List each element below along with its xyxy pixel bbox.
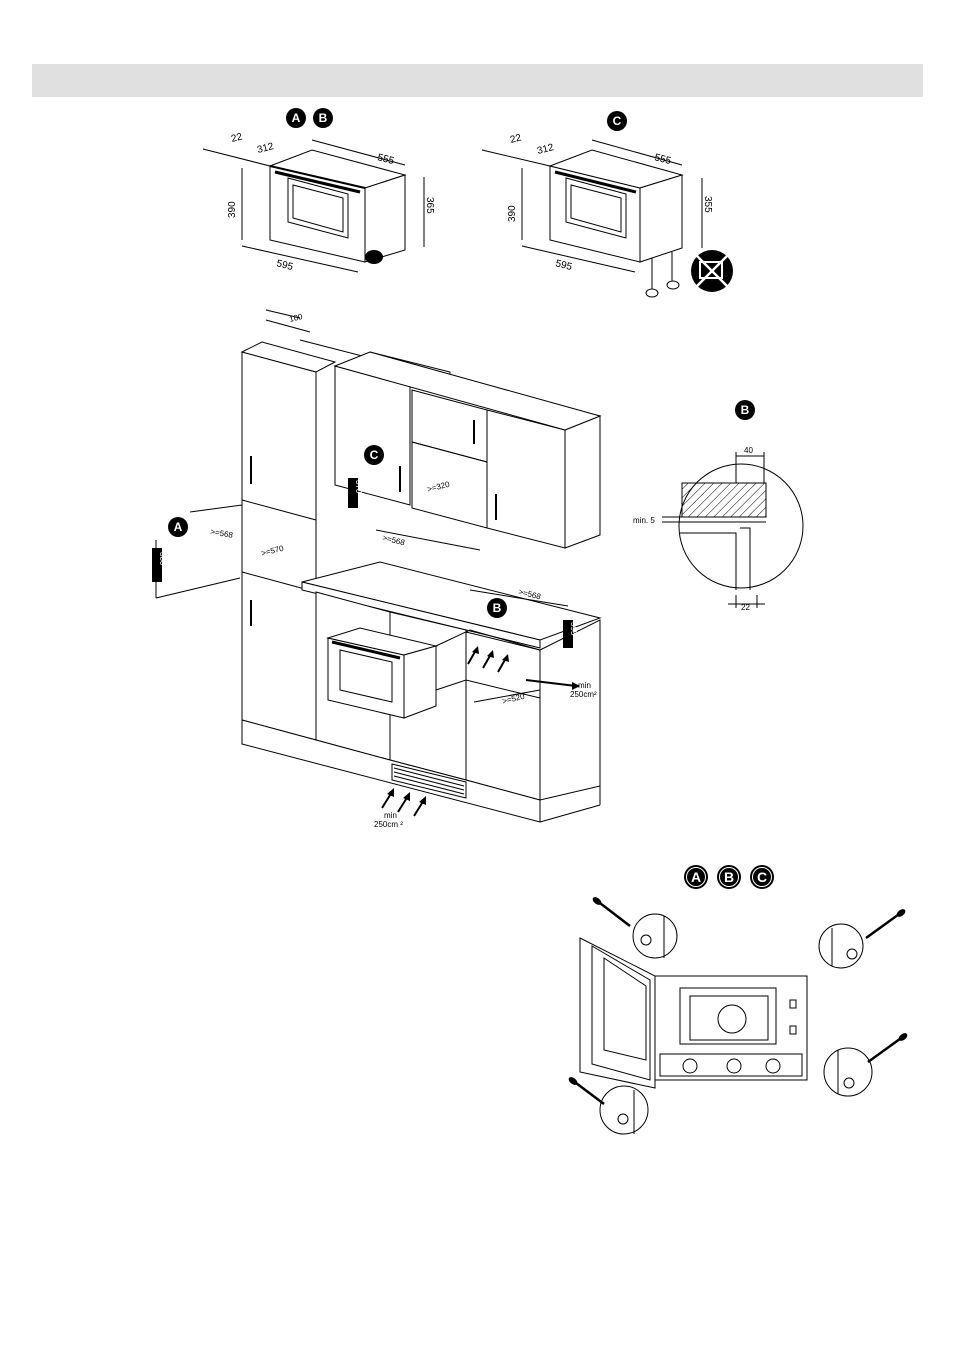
badge-a-bottom: A bbox=[684, 865, 708, 889]
svg-text:365: 365 bbox=[424, 197, 435, 214]
svg-text:B: B bbox=[724, 869, 734, 885]
svg-text:22: 22 bbox=[741, 603, 750, 612]
svg-text:min. 5: min. 5 bbox=[633, 516, 655, 525]
badge-b-kitchen: B bbox=[487, 598, 507, 618]
screw-mount-figure: A B C bbox=[567, 865, 909, 1134]
badge-b-detail: B bbox=[735, 400, 755, 420]
svg-text:595: 595 bbox=[569, 622, 578, 636]
svg-text:>=568: >=568 bbox=[210, 527, 234, 540]
badge-b-bottom: B bbox=[717, 865, 741, 889]
svg-text:B: B bbox=[493, 601, 502, 615]
badge-c-top: C bbox=[607, 111, 627, 131]
svg-text:C: C bbox=[757, 869, 767, 885]
svg-text:312: 312 bbox=[536, 142, 555, 157]
detail-b-figure: B 40 min. 5 22 bbox=[633, 400, 803, 612]
kitchen-figure: 100 C 370 >=320 >=568 A 380 >=568 bbox=[152, 310, 600, 829]
svg-text:355: 355 bbox=[702, 196, 713, 213]
badge-c-kitchen: C bbox=[364, 445, 384, 465]
svg-text:555: 555 bbox=[653, 152, 672, 167]
svg-text:595: 595 bbox=[554, 258, 573, 273]
svg-text:22: 22 bbox=[509, 132, 523, 145]
svg-text:312: 312 bbox=[256, 141, 275, 156]
no-feet-icon bbox=[691, 250, 733, 292]
svg-text:390: 390 bbox=[507, 205, 518, 222]
svg-text:A: A bbox=[691, 869, 701, 885]
svg-text:min: min bbox=[578, 681, 591, 690]
badge-a-kitchen: A bbox=[168, 517, 188, 537]
badge-b-top: B bbox=[313, 108, 333, 128]
svg-text:380: 380 bbox=[158, 552, 167, 566]
svg-text:B: B bbox=[741, 403, 750, 417]
oven-c-figure: C 22 312 555 390 355 595 bbox=[482, 111, 733, 297]
svg-text:>=320: >=320 bbox=[426, 480, 451, 494]
svg-text:A: A bbox=[292, 111, 301, 125]
svg-text:C: C bbox=[613, 114, 622, 128]
svg-text:B: B bbox=[319, 111, 328, 125]
oven-ab-figure: A B 22 312 555 390 365 595 bbox=[203, 108, 435, 273]
svg-text:22: 22 bbox=[230, 131, 244, 144]
svg-text:555: 555 bbox=[376, 152, 395, 167]
svg-text:C: C bbox=[370, 448, 379, 462]
svg-text:370: 370 bbox=[354, 480, 363, 494]
svg-text:250cm²: 250cm² bbox=[570, 690, 597, 699]
svg-text:40: 40 bbox=[744, 446, 753, 455]
svg-text:min: min bbox=[384, 811, 397, 820]
svg-text:100: 100 bbox=[288, 312, 304, 324]
badge-c-bottom: C bbox=[750, 865, 774, 889]
svg-text:595: 595 bbox=[275, 258, 294, 273]
badge-a-top: A bbox=[286, 108, 306, 128]
svg-text:A: A bbox=[174, 520, 183, 534]
svg-text:250cm ²: 250cm ² bbox=[374, 820, 403, 829]
svg-text:390: 390 bbox=[227, 201, 238, 218]
